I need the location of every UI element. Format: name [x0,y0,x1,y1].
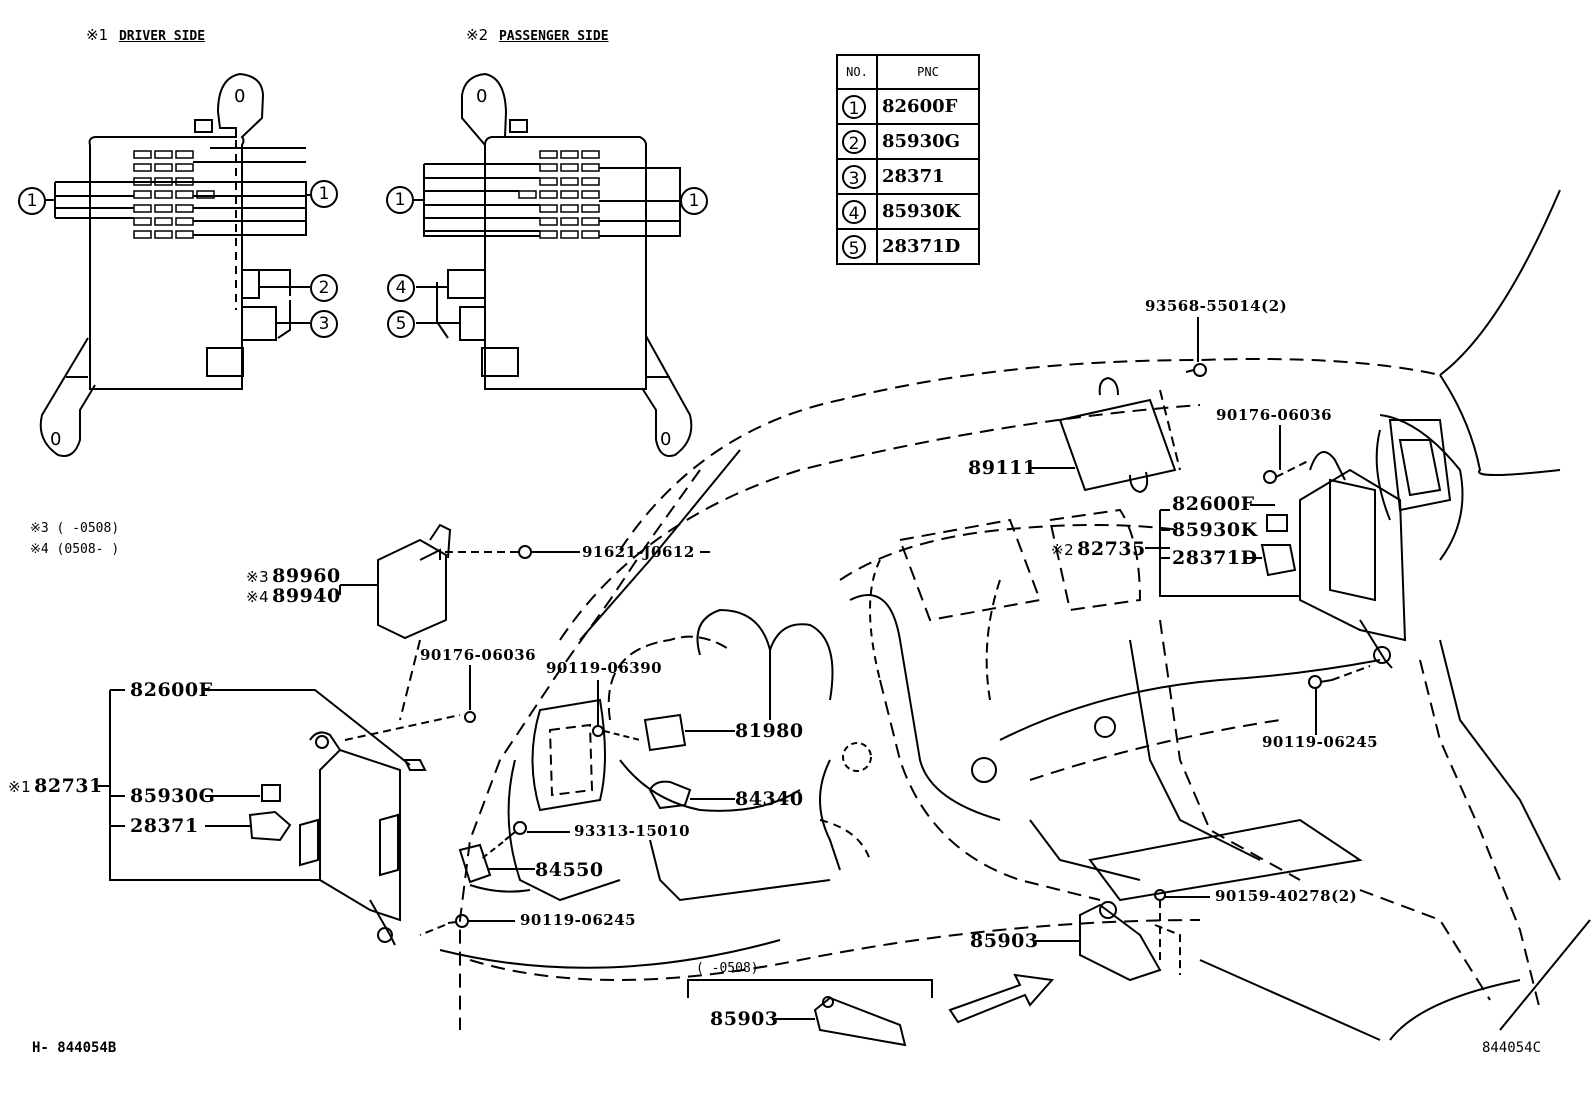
pnc-table-header: NO. PNC [836,54,980,90]
part-number: 89960 [272,565,341,587]
part-90176-06036-right[interactable]: 90176-06036 [1216,406,1333,424]
callout-passenger-1-left: 1 [386,186,414,214]
svg-text:0: 0 [660,429,671,450]
note-mark: ※4 [246,588,270,606]
callout-driver-3: 3 [310,310,338,338]
part-85903-current[interactable]: 85903 [970,930,1039,952]
connector-rows [518,150,600,239]
row-pnc: 85930K [876,193,980,230]
part-number: 89940 [272,585,341,607]
svg-text:0: 0 [476,86,487,107]
passenger-side-junction-block: 0 0 [410,72,693,457]
driver-side-title: DRIVER SIDE [118,29,206,44]
note-mark: ※2 [1051,541,1075,559]
pnc-table: NO. PNC 1 82600F 2 85930G 3 28371 4 8593… [836,54,980,265]
table-row: 5 28371D [836,228,980,265]
illustration-id-left: H- 844054B [32,1040,117,1056]
illustration-id-right: 844054C [1482,1040,1542,1056]
part-91621-J0612[interactable]: 91621-J0612 [582,543,695,561]
part-93313-15010[interactable]: 93313-15010 [574,822,691,840]
part-84340[interactable]: 84340 [735,788,804,810]
callout-passenger-1-right: 1 [680,187,708,215]
row-number: 3 [842,164,866,189]
note-4-range: ※4 (0508- ) [30,542,120,557]
part-81980[interactable]: 81980 [735,720,804,742]
connector-rows [133,150,215,239]
part-85903-early[interactable]: 85903 [710,1008,779,1030]
callout-driver-2: 2 [310,274,338,302]
part-85930G[interactable]: 85930G [130,785,216,807]
note-mark: ※3 [246,568,270,586]
part-84550[interactable]: 84550 [535,859,604,881]
part-90176-06036-left[interactable]: 90176-06036 [420,646,537,664]
part-85903-range: ( -0508) [696,961,759,976]
switches [458,713,735,893]
arrow-icon [948,973,1054,1024]
table-row: 2 85930G [836,123,980,160]
row-number: 5 [842,234,866,259]
note-3-range: ※3 ( -0508) [30,521,120,536]
driver-side-junction-block: 0 0 [39,72,310,457]
col-pnc: PNC [876,54,980,90]
callout-driver-1-left: 1 [18,187,46,215]
part-85930K[interactable]: 85930K [1172,519,1258,541]
row-pnc: 28371 [876,158,980,195]
part-82600F-left[interactable]: 82600F [130,679,213,701]
callout-passenger-5: 5 [387,310,415,338]
module-89111 [1030,376,1181,494]
row-pnc: 85930G [876,123,980,160]
part-82600F-right[interactable]: 82600F [1172,493,1255,515]
row-number: 1 [842,94,866,119]
callout-passenger-4: 4 [387,274,415,302]
col-no: NO. [836,54,878,90]
note-mark: ※1 [8,778,32,796]
part-89111[interactable]: 89111 [968,457,1037,479]
part-90119-06390[interactable]: 90119-06390 [546,659,663,677]
part-90119-06245-right[interactable]: 90119-06245 [1262,733,1379,751]
note-mark: ※2 [466,26,489,44]
fasteners [419,317,1371,965]
junction-block-82731 [98,689,461,946]
row-number: 2 [842,129,866,154]
module-89960-89940 [339,523,452,721]
svg-text:0: 0 [234,86,245,107]
part-93568-55014[interactable]: 93568-55014(2) [1145,297,1288,315]
driver-side-header: ※1 DRIVER SIDE [86,26,206,44]
row-number: 4 [842,199,866,224]
passenger-side-header: ※2 PASSENGER SIDE [466,26,609,44]
part-90159-40278[interactable]: 90159-40278(2) [1215,887,1358,905]
part-28371[interactable]: 28371 [130,815,199,837]
row-pnc: 28371D [876,228,980,265]
part-90119-06245-left[interactable]: 90119-06245 [520,911,637,929]
part-number: 82735 [1077,538,1146,560]
table-row: 4 85930K [836,193,980,230]
callout-driver-1-right: 1 [310,180,338,208]
note-mark: ※1 [86,26,109,44]
part-number: 82731 [34,775,103,797]
module-85903 [687,901,1181,1047]
table-row: 1 82600F [836,88,980,125]
passenger-side-title: PASSENGER SIDE [498,29,609,44]
svg-text:0: 0 [50,429,61,450]
part-28371D[interactable]: 28371D [1172,547,1258,569]
row-pnc: 82600F [876,88,980,125]
table-row: 3 28371 [836,158,980,195]
instrument-panel-outline [439,189,1591,1041]
junction-block-82735 [1145,451,1407,669]
